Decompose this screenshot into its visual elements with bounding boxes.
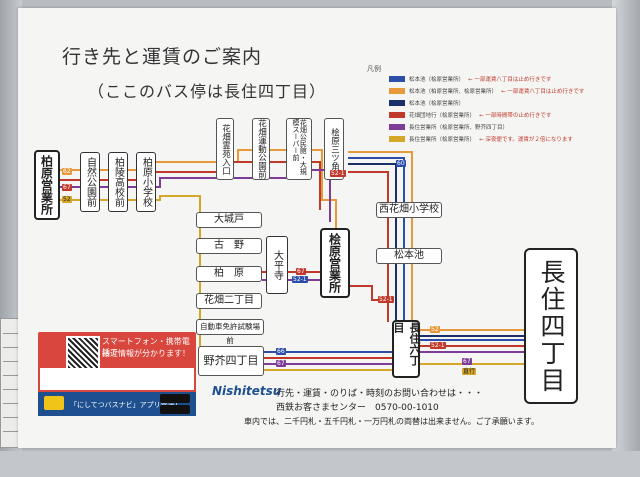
route-badge-67-mid: 67 <box>296 268 306 275</box>
bus-navi-ad: スマートフォン・携帯電話で 接近情報が分かります！ 「にしてつバスナビ」アプリ登… <box>38 332 196 416</box>
stop-kashiwara-eigyosho: 柏原営業所 <box>34 150 60 220</box>
window-frame-bottom <box>0 451 640 477</box>
stop-shizen-koen: 自然公園前 <box>80 152 100 212</box>
stop-noke-4chome: 野芥四丁目 <box>198 346 264 376</box>
stop-matsumotoike: 松本池 <box>376 248 442 264</box>
route-badge-66: 66 <box>276 348 286 355</box>
legend-row: 長住営業所（桧原営業所、野芥四丁目） <box>389 122 512 131</box>
route-line-orange-right <box>348 151 413 322</box>
stop-hanahata-kominkan: 花畑公民館・大規模スーパー前 <box>286 118 312 180</box>
stop-okido: 大城戸 <box>196 212 262 228</box>
stop-hanahata-reien: 花畑霊苑入口 <box>216 118 234 180</box>
legend-row: 長住営業所（桧原営業所）← 深夜便です。運賃が２倍になります <box>389 134 573 143</box>
nishitetsu-logo: Nishitetsu <box>212 384 282 398</box>
stop-hibaru-eigyosho: 桧原営業所 <box>320 228 350 298</box>
page-title: 行き先と運賃のご案内 <box>62 46 263 68</box>
route-badge-52: 52 <box>62 196 72 203</box>
legend: 凡例 松本池（桧原営業所）← 一部運賃八丁目は止め行きです 松本池（柏原営業所、… <box>367 64 597 154</box>
route-badge-express: 直行 <box>462 368 477 375</box>
route-badge-52-1-right: 52-1 <box>430 342 446 349</box>
route-badge-52-1-top: 52-1 <box>330 170 346 177</box>
ad-line2: 接近情報が分かります！ <box>102 349 190 358</box>
stop-nishi-hanahata-shogakko: 西花畑小学校 <box>376 202 442 218</box>
app-store-icon <box>160 405 190 414</box>
stop-furuno: 古 野 <box>196 238 262 254</box>
stop-taiheiji: 大平寺 <box>266 236 288 294</box>
page-subtitle: （ここのバス停は長住四丁目） <box>88 82 327 101</box>
contact-intro: 行先・運賃・のりば・時刻のお問い合わせは・・・ <box>276 389 484 399</box>
legend-row: 松本池（柏原営業所、桧原営業所）← 一部運賃八丁目は止め行きです <box>389 86 584 95</box>
destination-nagazumi-4chome: 長住四丁目 <box>524 248 578 404</box>
route-badge-52-right: 52 <box>430 326 440 333</box>
ad-info-strip <box>40 368 194 390</box>
route-line-gold-bottom <box>262 363 526 371</box>
stop-hakuryo-koko: 柏陵高校前 <box>108 152 128 212</box>
route-line-red-right <box>348 171 389 322</box>
ad-line1: スマートフォン・携帯電話で <box>102 337 190 357</box>
ad-footer-text: 「にしてつバスナビ」アプリ登場！ <box>70 401 182 409</box>
route-badge-67-right: 67 <box>462 358 472 365</box>
legend-title: 凡例 <box>367 65 381 73</box>
change-notice: 車内では、二千円札・五千円札・一万円札の両替は出来ません。ご了承願います。 <box>244 417 539 426</box>
legend-row: 松本池（桧原営業所）← 一部運賃八丁目は止め行きです <box>389 74 551 83</box>
route-badge-52-1-lower: 52-1 <box>378 296 394 303</box>
stop-kashiwara-shogakko: 柏原小学校 <box>136 152 156 212</box>
window-frame-right <box>612 0 640 477</box>
stop-hanahata-2chome: 花畑二丁目 <box>196 293 262 309</box>
google-play-icon <box>160 394 190 403</box>
route-badge-60: 60 <box>396 160 406 167</box>
route-badge-62: 62 <box>62 168 72 175</box>
stop-menkyo-shikenjo: 自動車免許試験場前 <box>196 319 264 345</box>
bus-icon <box>44 396 64 410</box>
route-badge-52-1-mid: 52-1 <box>292 276 308 283</box>
legend-row: 花畑団地行（桧原営業所）← 一部時間帯の止め行きです <box>389 110 551 119</box>
route-badge-67-bottom: 67 <box>276 360 286 367</box>
qr-code-icon <box>66 336 100 370</box>
stop-nagazumi-6chome: 長住六丁目 <box>392 320 421 378</box>
stop-hibaru-mitsukado: 桧原三ツ角 <box>324 118 344 180</box>
contact-center: 西鉄お客さまセンター 0570-00-1010 <box>276 403 439 413</box>
route-line-blue-right <box>348 157 405 322</box>
route-badge-67: 67 <box>62 184 72 191</box>
stop-kashiwara: 柏 原 <box>196 266 262 282</box>
stop-hanahata-undokoen: 花畑運動公園前 <box>252 118 270 180</box>
legend-row: 松本池（桧原営業所） <box>389 98 468 107</box>
